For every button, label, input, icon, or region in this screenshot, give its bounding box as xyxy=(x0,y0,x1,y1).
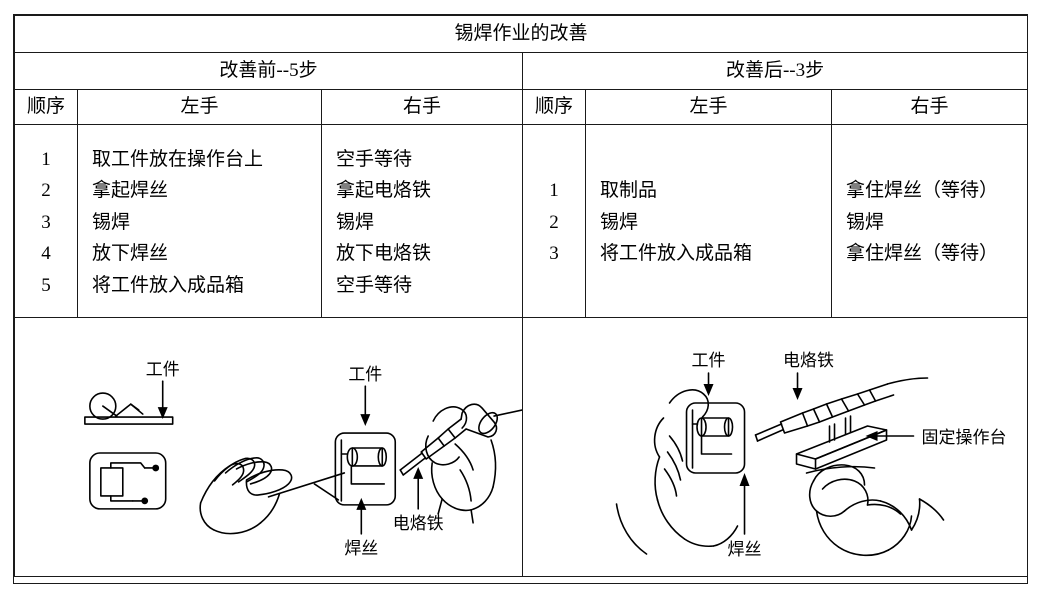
table-row: 取制品 xyxy=(600,180,658,202)
figures-row: 工件 工件 焊丝 电烙铁 xyxy=(14,317,1029,577)
title-row: 锡焊作业的改善 xyxy=(13,15,1029,53)
table-row: 4 xyxy=(41,243,51,265)
col-header-after-left-hand: 左手 xyxy=(585,89,832,125)
before-left-hand-column: 取工件放在操作台上 拿起焊丝 锡焊 放下焊丝 将工件放入成品箱 xyxy=(77,124,322,318)
fixed-workbench-icon xyxy=(795,415,888,470)
workpiece-on-bench-icon xyxy=(84,392,174,425)
table-row: 2 xyxy=(549,211,559,233)
label-soldering-iron: 电烙铁 xyxy=(783,351,834,371)
figure-before-cell: 工件 工件 焊丝 电烙铁 xyxy=(14,317,523,577)
label-solder-wire: 焊丝 xyxy=(728,540,762,560)
steps-body-row: 1 2 3 4 5 取工件放在操作台上 拿起焊丝 锡焊 放下焊丝 将工件放入成品… xyxy=(14,124,1029,318)
section-header-row: 改善前--5步 改善后--3步 xyxy=(14,52,1029,90)
circuit-board-icon xyxy=(89,452,167,510)
section-header-after: 改善后--3步 xyxy=(521,52,1029,90)
after-seq-column: 1 2 3 xyxy=(522,124,586,318)
table-row: 锡焊 xyxy=(336,211,375,233)
col-header-after-seq: 顺序 xyxy=(522,89,586,125)
table-row: 放下电烙铁 xyxy=(336,243,432,265)
table-row: 锡焊 xyxy=(846,211,885,233)
left-hand-drawing xyxy=(199,457,293,535)
after-right-hand-column: 拿住焊丝（等待） 锡焊 拿住焊丝（等待） xyxy=(830,124,1029,318)
col-header-before-left-hand: 左手 xyxy=(77,89,322,125)
comparison-table: 锡焊作业的改善 改善前--5步 改善后--3步 顺序 左手 右手 顺序 左手 右… xyxy=(13,15,1029,577)
label-soldering-iron: 电烙铁 xyxy=(393,513,444,533)
section-header-before: 改善前--5步 xyxy=(14,52,523,90)
improvement-table-sheet: 锡焊作业的改善 改善前--5步 改善后--3步 顺序 左手 右手 顺序 左手 右… xyxy=(13,14,1029,584)
table-row: 3 xyxy=(41,211,51,233)
table-row: 拿住焊丝（等待） xyxy=(846,180,999,202)
label-fixed-workbench: 固定操作台 xyxy=(922,428,1007,448)
table-row: 取工件放在操作台上 xyxy=(92,148,264,170)
page-title: 锡焊作业的改善 xyxy=(13,15,1029,53)
right-hand-drawing xyxy=(425,406,497,524)
solder-wire-line xyxy=(267,472,346,498)
table-row: 将工件放入成品箱 xyxy=(92,274,245,296)
soldering-iron-icon xyxy=(754,377,929,442)
table-row: 将工件放入成品箱 xyxy=(600,243,753,265)
label-solder-wire: 焊丝 xyxy=(344,538,378,558)
table-row: 1 xyxy=(549,180,559,202)
table-row: 拿住焊丝（等待） xyxy=(846,243,999,265)
workpiece-module-icon xyxy=(685,402,746,474)
table-row: 2 xyxy=(41,180,51,202)
figure-before: 工件 工件 焊丝 电烙铁 xyxy=(15,318,522,576)
col-header-before-seq: 顺序 xyxy=(14,89,78,125)
col-header-after-right-hand: 右手 xyxy=(830,89,1029,125)
table-row: 锡焊 xyxy=(600,211,639,233)
before-seq-column: 1 2 3 4 5 xyxy=(14,124,78,318)
col-header-before-right-hand: 右手 xyxy=(321,89,523,125)
left-hand-holding-workpiece xyxy=(615,389,739,555)
table-row: 锡焊 xyxy=(92,211,131,233)
right-hand-holding-wire xyxy=(805,464,945,557)
before-right-hand-column: 空手等待 拿起电烙铁 锡焊 放下电烙铁 空手等待 xyxy=(321,124,523,318)
column-header-row: 顺序 左手 右手 顺序 左手 右手 xyxy=(14,89,1029,125)
figure-after-cell: 工件 电烙铁 固定操作台 焊丝 xyxy=(521,317,1029,577)
figure-after: 工件 电烙铁 固定操作台 焊丝 xyxy=(523,318,1027,576)
after-left-hand-column: 取制品 锡焊 将工件放入成品箱 xyxy=(585,124,832,318)
table-row: 1 xyxy=(41,148,51,170)
table-row: 3 xyxy=(549,243,559,265)
table-row: 拿起电烙铁 xyxy=(336,180,432,202)
soldering-iron-icon xyxy=(399,403,522,476)
label-workpiece-left: 工件 xyxy=(146,359,180,379)
table-row: 放下焊丝 xyxy=(92,243,169,265)
solder-wire-line2 xyxy=(313,483,340,501)
table-row: 空手等待 xyxy=(336,274,413,296)
workpiece-module-icon xyxy=(334,432,397,506)
table-row: 空手等待 xyxy=(336,148,413,170)
table-row: 5 xyxy=(41,274,51,296)
label-workpiece: 工件 xyxy=(692,351,726,371)
label-workpiece-right: 工件 xyxy=(348,364,382,384)
table-row: 拿起焊丝 xyxy=(92,180,169,202)
